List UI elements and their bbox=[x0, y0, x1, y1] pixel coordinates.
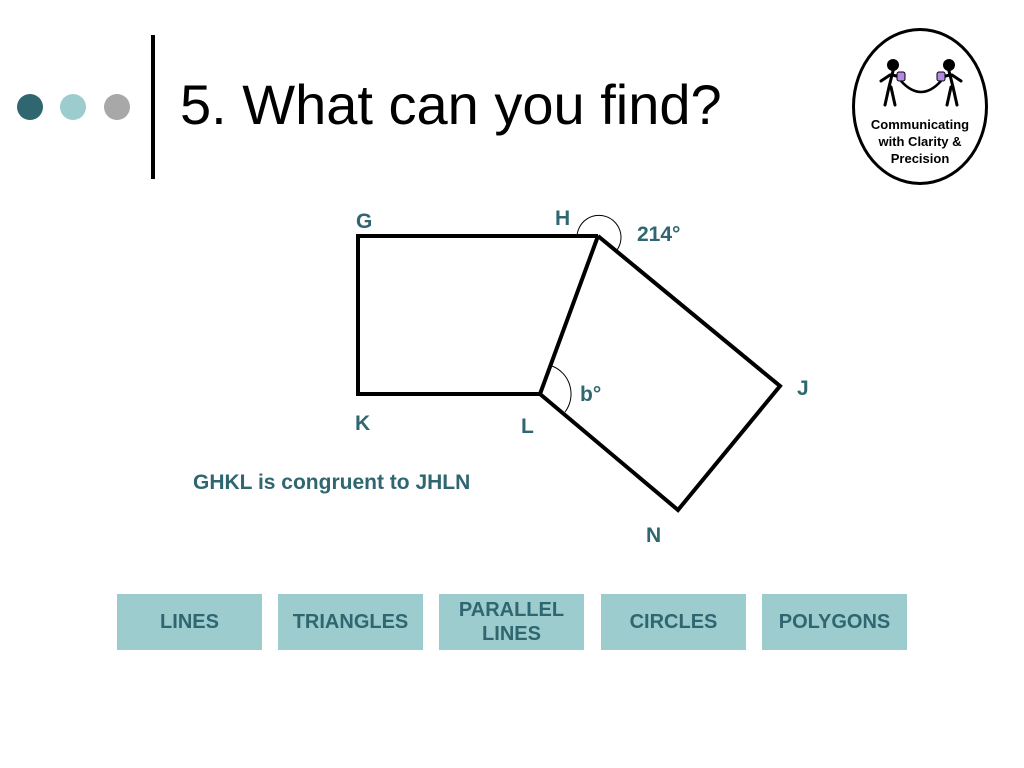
angle-arc-h bbox=[576, 214, 622, 251]
angle-arc-l bbox=[551, 365, 572, 413]
angle-label-l: b° bbox=[580, 383, 602, 406]
bullet-dot-dark bbox=[17, 94, 43, 120]
vertex-label-k: K bbox=[355, 412, 371, 435]
logo: Communicating with Clarity & Precision bbox=[852, 28, 988, 185]
vertex-label-g: G bbox=[356, 210, 373, 233]
polygon-jhln bbox=[538, 234, 783, 513]
logo-caption-line-2: with Clarity & bbox=[878, 134, 962, 149]
congruence-statement: GHKL is congruent to JHLN bbox=[193, 471, 471, 494]
title-divider bbox=[151, 35, 155, 179]
logo-caption-line-1: Communicating bbox=[870, 117, 970, 132]
vertex-label-l: L bbox=[521, 415, 534, 438]
angle-label-h: 214° bbox=[637, 223, 681, 246]
parallel-lines-button[interactable]: PARALLEL LINES bbox=[439, 594, 584, 650]
vertex-label-h: H bbox=[555, 207, 571, 230]
polygon-ghkl bbox=[356, 234, 600, 396]
bullet-dot-light bbox=[60, 94, 86, 120]
vertex-label-j: J bbox=[797, 377, 809, 400]
people-talking-icon bbox=[879, 59, 963, 107]
polygons-button[interactable]: POLYGONS bbox=[762, 594, 907, 650]
triangles-button[interactable]: TRIANGLES bbox=[278, 594, 423, 650]
circles-button[interactable]: CIRCLES bbox=[601, 594, 746, 650]
vertex-label-n: N bbox=[646, 524, 662, 547]
page-title: 5. What can you find? bbox=[180, 73, 722, 136]
logo-caption: Communicating with Clarity & Precision bbox=[855, 116, 985, 167]
logo-caption-line-3: Precision bbox=[890, 151, 950, 166]
lines-button[interactable]: LINES bbox=[117, 594, 262, 650]
bullet-dot-gray bbox=[104, 94, 130, 120]
